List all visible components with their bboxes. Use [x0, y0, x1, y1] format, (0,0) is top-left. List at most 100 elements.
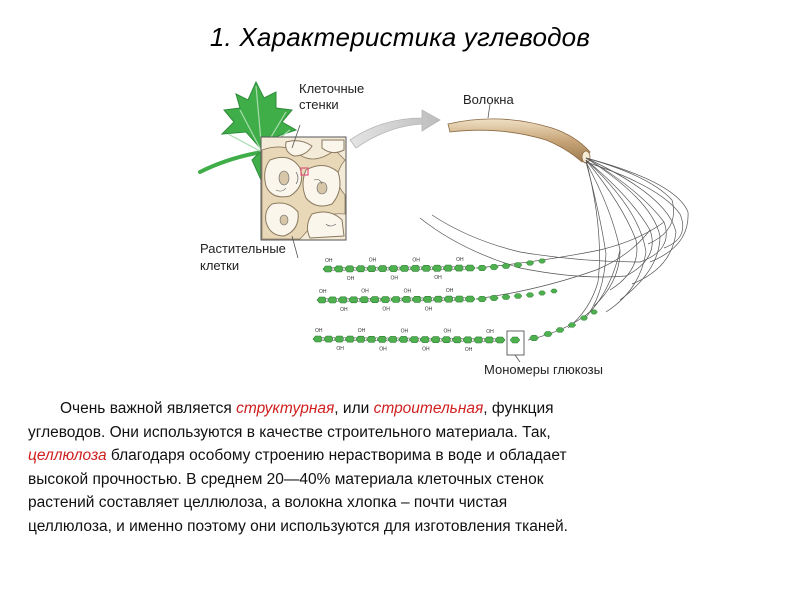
glucose-monomer	[355, 265, 367, 273]
hydroxyl-label: OH	[444, 329, 452, 335]
slide-title: 1. Характеристика углеводов	[209, 22, 591, 52]
hydroxyl-label: OH	[325, 258, 333, 264]
glucose-monomer	[399, 265, 410, 272]
glucose-monomer	[464, 295, 476, 303]
glucose-monomer	[525, 260, 535, 266]
glucose-monomer	[483, 336, 495, 344]
glucose-monomer	[489, 295, 499, 301]
text-line-4: высокой прочностью. В среднем 20—40% мат…	[28, 470, 544, 488]
glucose-monomer	[509, 336, 521, 344]
text-line-6: целлюлоза, и именно поэтому они использу…	[28, 517, 568, 535]
text-line-3: целлюлоза благодаря особому строению нер…	[28, 447, 567, 464]
glucose-monomer	[501, 294, 511, 300]
arrow-icon	[349, 109, 441, 149]
hydroxyl-label: OH	[382, 307, 390, 313]
hydroxyl-label: OH	[319, 289, 327, 295]
glucose-monomer	[366, 335, 377, 343]
glucose-monomer	[529, 335, 539, 341]
glucose-monomer	[344, 265, 356, 273]
glucose-monomer	[358, 296, 370, 304]
hydroxyl-label: OH	[361, 289, 369, 295]
glucose-monomer	[411, 295, 423, 303]
glucose-monomer	[477, 296, 487, 302]
text-line-5: растений составляет целлюлоза, а волокна…	[28, 494, 508, 511]
glucose-monomer	[543, 331, 553, 337]
glucose-monomer	[454, 295, 465, 303]
glucose-monomer	[555, 327, 565, 333]
hydroxyl-label: OH	[336, 346, 344, 352]
glucose-monomer	[431, 264, 443, 272]
microfibrils	[419, 157, 689, 329]
glucose-monomer	[387, 336, 399, 343]
hydroxyl-label: OH	[446, 288, 454, 294]
hydroxyl-label: OH	[358, 328, 366, 334]
label-fibers: Волокна	[463, 92, 514, 107]
glucose-monomer	[443, 295, 455, 303]
glucose-monomer	[348, 296, 360, 304]
glucose-monomer	[312, 335, 324, 343]
glucose-monomer	[538, 258, 546, 264]
label-cell-walls-1: Клеточные	[299, 81, 364, 96]
glucose-monomer	[316, 296, 328, 304]
hydroxyl-label: OH	[434, 275, 442, 281]
chain-tail	[475, 229, 651, 300]
fiber-image	[447, 103, 591, 164]
glucose-monomer	[388, 265, 399, 272]
glucose-monomer	[322, 265, 334, 273]
label-glucose-monomers: Мономеры глюкозы	[484, 362, 603, 377]
hydroxyl-label: OH	[412, 257, 420, 263]
glucose-monomer	[462, 336, 474, 344]
glucose-monomer	[333, 265, 345, 273]
glucose-monomer	[473, 336, 484, 344]
hydroxyl-label: OH	[391, 276, 399, 282]
glucose-monomer	[590, 309, 598, 315]
glucose-monomer	[380, 296, 391, 303]
label-plant-cells-2: клетки	[200, 258, 239, 273]
label-plant-cells-1: Растительные	[200, 241, 286, 256]
glucose-monomer	[422, 295, 434, 303]
glucose-monomer	[489, 264, 499, 270]
hydroxyl-label: OH	[465, 347, 473, 353]
glucose-monomer	[442, 264, 454, 272]
glucose-monomer	[567, 322, 577, 328]
glucose-monomer	[390, 296, 402, 303]
glucose-monomer	[513, 262, 523, 268]
hydroxyl-label: OH	[347, 276, 355, 282]
term-building: строительная	[373, 400, 484, 417]
glucose-monomer	[376, 335, 388, 343]
hydroxyl-label: OH	[422, 347, 430, 353]
glucose-monomer	[409, 336, 420, 343]
glucose-monomer	[538, 290, 546, 296]
chain-tail	[475, 221, 665, 269]
glucose-monomer	[432, 295, 444, 303]
glucose-monomer	[451, 336, 463, 344]
glucose-chains: OH OH OH OH OH OH OH OH OH OH OH OH OH OH OH OH OH OH OH OH…	[312, 221, 665, 353]
term-structural: структурная	[236, 400, 335, 417]
glucose-monomer	[398, 336, 409, 343]
glucose-monomer	[550, 288, 558, 294]
glucose-monomer	[430, 336, 442, 344]
glucose-monomer	[464, 264, 476, 272]
glucose-monomer	[419, 336, 431, 343]
hydroxyl-label: OH	[340, 307, 348, 313]
glucose-monomer	[580, 315, 588, 321]
glucose-monomer	[513, 293, 523, 299]
glucose-monomer	[366, 265, 378, 273]
hydroxyl-label: OH	[315, 328, 323, 334]
hydroxyl-label: OH	[456, 257, 464, 263]
glucose-monomer	[355, 335, 367, 343]
text-line-2: углеводов. Они используются в качестве с…	[28, 423, 551, 441]
glucose-monomer	[401, 296, 412, 303]
glucose-monomer	[525, 292, 535, 298]
glucose-monomer-highlight	[506, 330, 525, 356]
glucose-monomer	[377, 265, 388, 272]
glucose-monomer	[494, 336, 506, 344]
glucose-monomer	[477, 265, 487, 271]
hydroxyl-label: OH	[401, 329, 409, 335]
hydroxyl-label: OH	[404, 288, 412, 294]
hydroxyl-label: OH	[486, 329, 494, 335]
hydroxyl-label: OH	[425, 306, 433, 312]
glucose-monomer	[441, 336, 452, 344]
glucose-monomer	[337, 296, 349, 304]
